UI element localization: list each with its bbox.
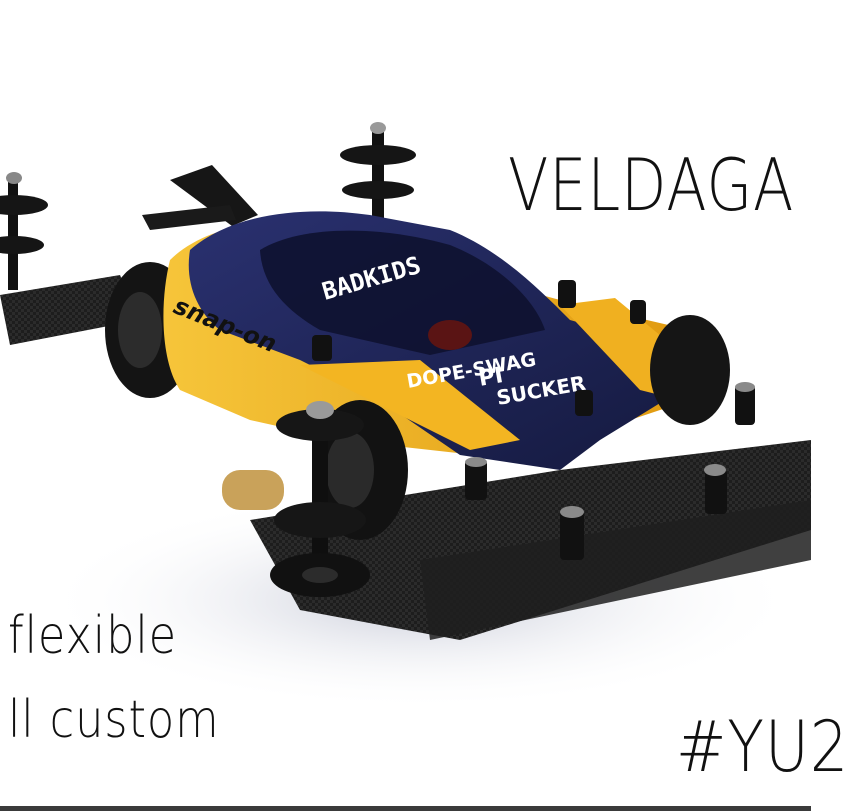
caption-line-2: ll custom	[8, 690, 220, 750]
front-chassis-plate	[250, 440, 811, 640]
caption-line-1: flexible	[8, 606, 177, 666]
front-roller-left	[270, 401, 370, 597]
front-bumper-plate	[420, 500, 811, 640]
hashtag-caption: #YU2	[676, 706, 849, 788]
side-yellow-stripe	[300, 360, 520, 450]
canopy	[260, 230, 545, 355]
bottom-border	[0, 806, 811, 811]
front-right-tire	[650, 315, 730, 425]
screw-heads	[465, 382, 755, 518]
roller-stay-top	[340, 122, 416, 220]
cockpit-dome	[428, 320, 472, 350]
decal-hood-2: PI	[477, 363, 505, 392]
body-posts	[312, 280, 755, 560]
rear-wing	[142, 165, 258, 230]
gold-mass-damper	[222, 470, 284, 510]
car-name-caption: VELDAGA	[508, 143, 795, 227]
rear-stay	[0, 172, 140, 345]
mini4wd-car-photo: BADKIDS snap-on DOPE-SWAG PI SUCKER	[0, 122, 811, 710]
